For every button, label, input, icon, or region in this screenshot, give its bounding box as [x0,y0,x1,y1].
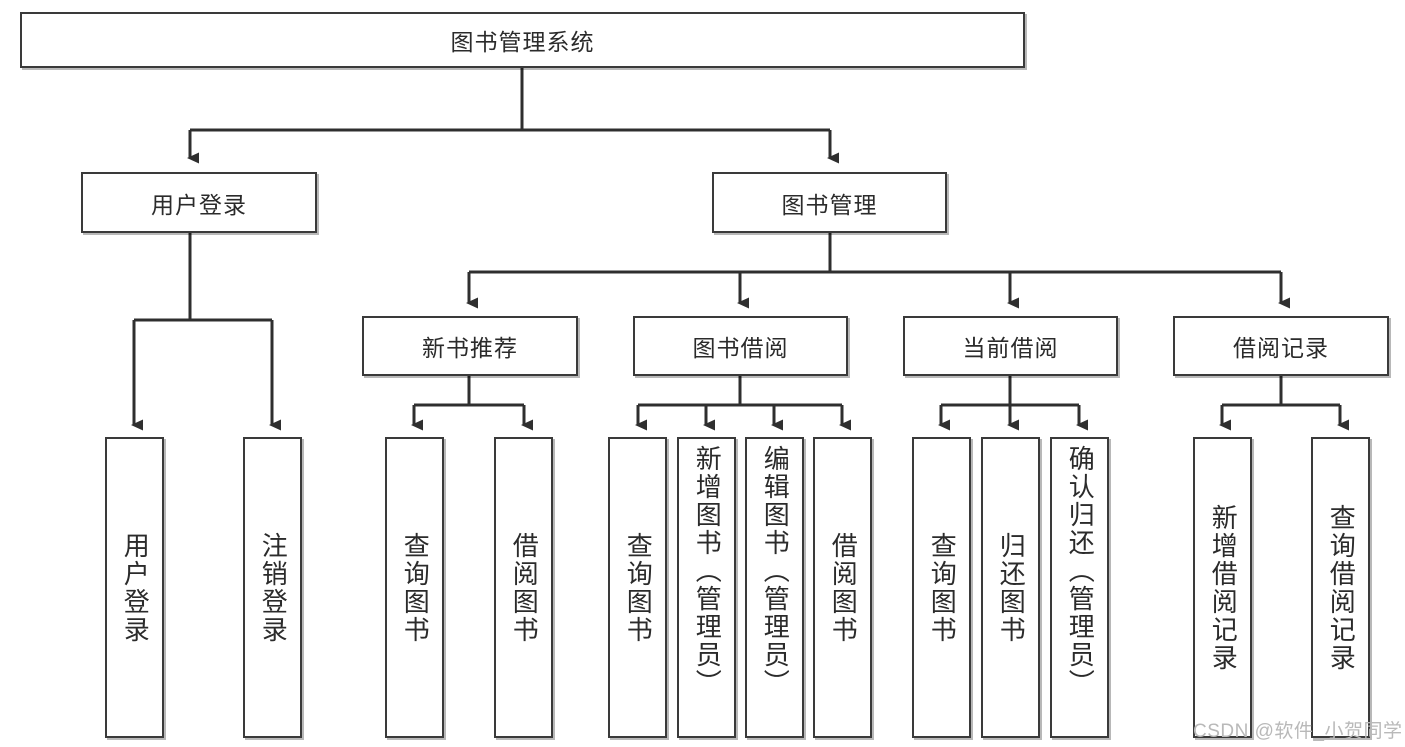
leaf-current-borrow-query[interactable]: 查询图书 [912,437,971,738]
node-label: 借阅图书 [509,531,540,644]
leaf-user-login-login[interactable]: 用户登录 [105,437,164,738]
node-label: 归还图书 [996,531,1027,644]
node-label: 用户登录 [120,531,151,644]
node-borrow-record[interactable]: 借阅记录 [1173,316,1389,376]
leaf-borrow-record-query[interactable]: 查询借阅记录 [1311,437,1370,738]
node-label: 编辑图书（管理员） [760,445,791,697]
node-label: 注销登录 [258,531,289,644]
node-current-borrow[interactable]: 当前借阅 [903,316,1118,376]
leaf-new-book-query[interactable]: 查询图书 [385,437,444,738]
node-root-system[interactable]: 图书管理系统 [20,12,1025,68]
leaf-new-book-borrow[interactable]: 借阅图书 [494,437,553,738]
node-label: 新书推荐 [422,335,518,361]
node-label: 查询图书 [400,531,431,644]
node-label: 图书管理系统 [450,29,595,55]
node-new-book-recommend[interactable]: 新书推荐 [362,316,578,376]
leaf-book-borrow-borrow[interactable]: 借阅图书 [813,437,872,738]
node-label: 新增图书（管理员） [692,445,723,697]
leaf-current-borrow-confirm-return[interactable]: 确认归还（管理员） [1050,437,1109,738]
leaf-current-borrow-return[interactable]: 归还图书 [981,437,1040,738]
leaf-book-borrow-query[interactable]: 查询图书 [608,437,667,738]
node-label: 当前借阅 [962,335,1059,361]
node-label: 新增借阅记录 [1208,503,1239,672]
node-label: 图书借阅 [692,335,789,361]
node-label: 借阅记录 [1233,335,1329,361]
node-label: 查询图书 [623,531,654,644]
node-label: 查询借阅记录 [1326,503,1357,672]
node-label: 查询图书 [927,531,958,644]
node-label: 用户登录 [151,191,247,218]
leaf-book-borrow-edit[interactable]: 编辑图书（管理员） [745,437,804,738]
leaf-borrow-record-add[interactable]: 新增借阅记录 [1193,437,1252,738]
node-book-borrow[interactable]: 图书借阅 [633,316,848,376]
node-label: 图书管理 [781,191,878,218]
node-user-login[interactable]: 用户登录 [81,172,317,233]
node-label: 借阅图书 [828,531,859,644]
leaf-book-borrow-add[interactable]: 新增图书（管理员） [677,437,736,738]
leaf-user-login-logout[interactable]: 注销登录 [243,437,302,738]
node-label: 确认归还（管理员） [1065,445,1096,697]
node-book-management[interactable]: 图书管理 [712,172,947,233]
